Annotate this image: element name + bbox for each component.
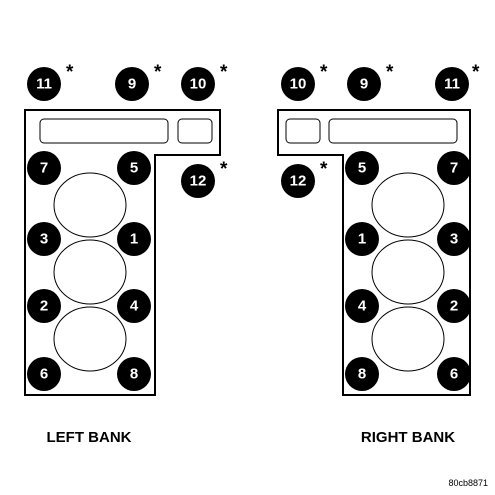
bolt-marker: 11 * — [27, 62, 74, 101]
bolt-number: 6 — [450, 366, 458, 383]
bolt-number: 3 — [40, 231, 48, 248]
bolt-number: 4 — [130, 298, 139, 315]
bolt-marker: 2 — [27, 289, 61, 323]
bolt-marker: 3 — [437, 222, 471, 256]
bolt-marker: 6 — [437, 357, 471, 391]
star-marker: * — [66, 62, 74, 83]
right-head-outline — [277, 109, 471, 396]
bolt-number: 4 — [358, 298, 367, 315]
right-cylinder-bore-2 — [371, 239, 445, 305]
star-marker: * — [220, 62, 228, 83]
bolt-number: 10 — [290, 76, 307, 93]
bolt-number: 10 — [190, 76, 207, 93]
bolt-marker: 4 — [117, 289, 151, 323]
bolt-marker: 9 * — [347, 62, 394, 101]
bolt-marker: 9 * — [115, 62, 162, 101]
star-marker: * — [386, 62, 394, 83]
bolt-number: 9 — [360, 76, 368, 93]
bolt-marker: 1 — [345, 222, 379, 256]
bolt-number: 5 — [130, 160, 138, 177]
bolt-marker: 1 — [117, 222, 151, 256]
bolt-number: 12 — [290, 173, 307, 190]
bolt-marker: 3 — [27, 222, 61, 256]
left-bank: 11 * 9 * 10 * 12 * 7 5 3 — [24, 62, 228, 446]
bolt-number: 8 — [358, 366, 366, 383]
bolt-marker: 2 — [437, 289, 471, 323]
bolt-number: 1 — [130, 231, 138, 248]
bolt-marker: 11 * — [435, 62, 480, 101]
bolt-number: 11 — [444, 76, 460, 93]
left-short-rail — [177, 118, 213, 144]
star-marker: * — [220, 159, 228, 180]
bolt-number: 2 — [40, 298, 48, 315]
right-long-rail — [328, 118, 458, 144]
bolt-number: 1 — [358, 231, 366, 248]
bolt-marker: 10 * — [281, 62, 328, 101]
bolt-marker: 12 * — [181, 159, 228, 198]
left-cylinder-bore-2 — [53, 239, 127, 305]
bolt-number: 9 — [128, 76, 136, 93]
left-head-outline — [24, 109, 221, 396]
right-bank: 10 * 9 * 11 * 12 * 5 7 1 — [277, 62, 480, 446]
bolt-marker: 4 — [345, 289, 379, 323]
right-cylinder-bore-1 — [371, 172, 445, 238]
bolt-marker: 8 — [117, 357, 151, 391]
right-cylinder-bore-3 — [371, 306, 445, 372]
bolt-marker: 6 — [27, 357, 61, 391]
bolt-marker: 12 * — [281, 159, 328, 198]
bolt-marker: 5 — [117, 151, 151, 185]
bolt-number: 12 — [190, 173, 207, 190]
left-cylinder-bore-3 — [53, 306, 127, 372]
bolt-number: 2 — [450, 298, 458, 315]
left-long-rail — [39, 118, 169, 144]
right-short-rail — [285, 118, 321, 144]
figure-reference-code: 80cb8871 — [448, 478, 488, 488]
bolt-number: 6 — [40, 366, 48, 383]
star-marker: * — [320, 62, 328, 83]
bolt-marker: 10 * — [181, 62, 228, 101]
bolt-number: 8 — [130, 366, 138, 383]
bolt-marker: 8 — [345, 357, 379, 391]
bolt-number: 7 — [450, 160, 458, 177]
bolt-number: 11 — [36, 76, 52, 93]
bolt-number: 7 — [40, 160, 48, 177]
bolt-number: 3 — [450, 231, 458, 248]
star-marker: * — [320, 159, 328, 180]
bolt-marker: 7 — [437, 151, 471, 185]
bolt-number: 5 — [358, 160, 366, 177]
bolt-marker: 7 — [27, 151, 61, 185]
left-cylinder-bore-1 — [53, 172, 127, 238]
bolt-marker: 5 — [345, 151, 379, 185]
star-marker: * — [154, 62, 162, 83]
right-bank-caption: RIGHT BANK — [361, 429, 455, 446]
star-marker: * — [472, 62, 480, 83]
left-bank-caption: LEFT BANK — [47, 429, 132, 446]
